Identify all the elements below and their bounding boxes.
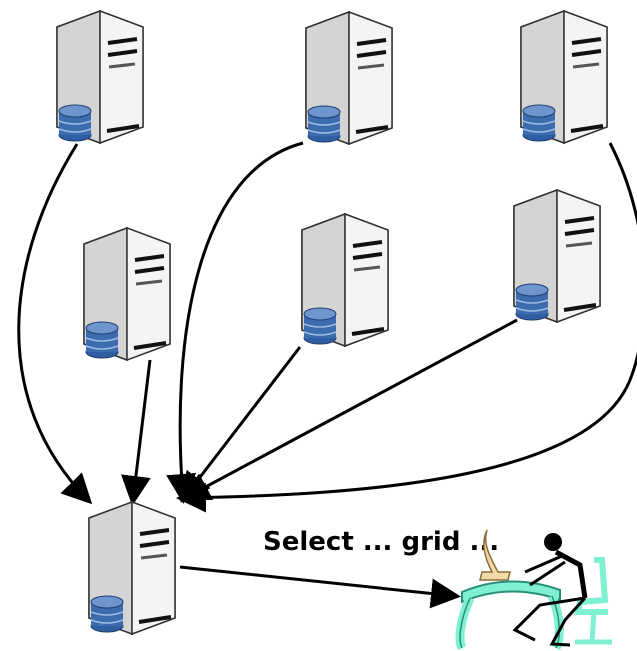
connection-arrows bbox=[17, 141, 637, 609]
arrow-server-1-to-aggregator bbox=[17, 143, 93, 505]
query-label: Select ... grid ... bbox=[263, 527, 499, 557]
server-icon bbox=[304, 10, 394, 146]
server-icon bbox=[512, 188, 602, 324]
server-icon bbox=[300, 212, 390, 348]
server-icon bbox=[55, 9, 145, 145]
arrow-server-3-to-aggregator bbox=[176, 142, 637, 513]
server-icon bbox=[519, 9, 609, 145]
arrow-server-5-to-aggregator bbox=[180, 346, 302, 503]
arrow-aggregator-to-user bbox=[179, 565, 461, 609]
arrow-server-2-to-aggregator bbox=[166, 141, 304, 504]
user-at-desk-icon bbox=[455, 529, 612, 651]
server-icon bbox=[82, 226, 172, 362]
arrow-server-4-to-aggregator bbox=[121, 359, 152, 506]
arrow-server-6-to-aggregator bbox=[179, 318, 518, 501]
server-icon bbox=[87, 500, 177, 636]
